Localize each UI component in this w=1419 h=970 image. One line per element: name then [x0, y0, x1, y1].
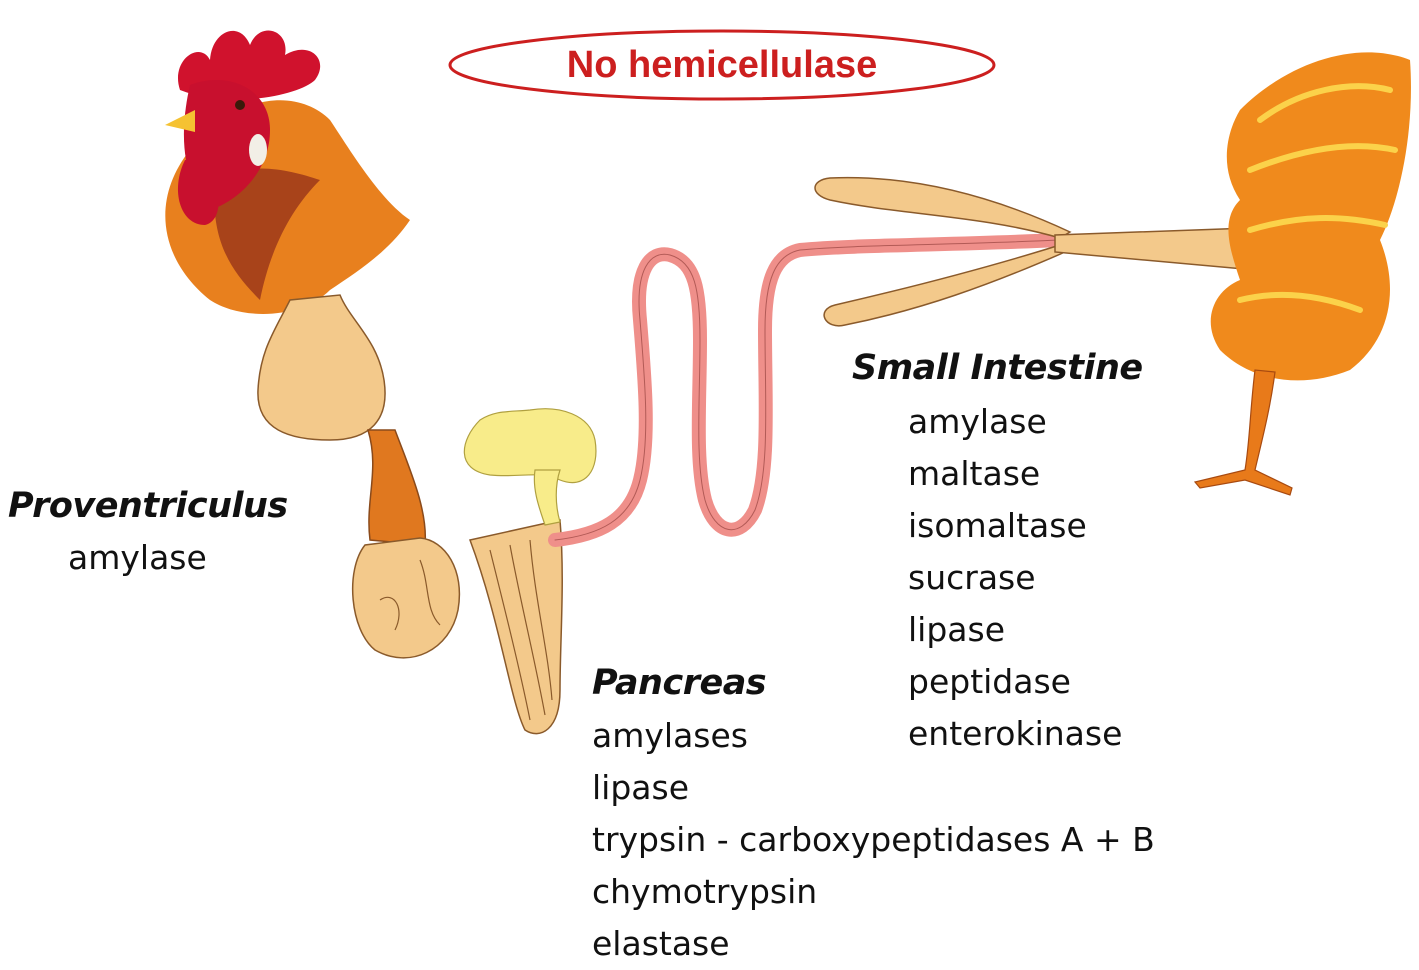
enzyme-item: lipase	[592, 762, 1155, 814]
enzyme-item: trypsin - carboxypeptidases A + B	[592, 814, 1155, 866]
enzyme-item: sucrase	[908, 552, 1122, 604]
pancreas-gland-organ	[464, 409, 596, 483]
enzyme-item: chymotrypsin	[592, 866, 1155, 918]
rooster-ear-lobe	[249, 134, 267, 166]
enzyme-item: maltase	[908, 448, 1122, 500]
enzyme-item: amylase	[68, 532, 207, 584]
enzyme-item: isomaltase	[908, 500, 1122, 552]
rooster-head-illustration	[165, 31, 410, 314]
small-intestine-heading: Small Intestine	[852, 348, 1143, 388]
bile-duct-organ	[534, 470, 560, 525]
gizzard-organ	[353, 538, 460, 658]
proventriculus-enzyme-list: amylase	[68, 532, 207, 584]
rooster-tail-illustration	[1195, 52, 1411, 495]
enzyme-item: amylase	[908, 396, 1122, 448]
enzyme-item: enterokinase	[908, 708, 1122, 760]
enzyme-item: lipase	[908, 604, 1122, 656]
small-intestine-enzyme-list: amylase maltase isomaltase sucrase lipas…	[908, 396, 1122, 760]
rooster-leg	[1195, 370, 1292, 495]
enzyme-item: peptidase	[908, 656, 1122, 708]
callout-text: No hemicellulase	[447, 28, 997, 102]
crop-organ	[258, 295, 385, 440]
proventriculus-heading: Proventriculus	[8, 486, 288, 526]
enzyme-item: elastase	[592, 918, 1155, 970]
rooster-eye	[235, 100, 245, 110]
rooster-beak	[165, 110, 195, 132]
proventriculus-organ	[368, 430, 425, 545]
duodenal-loop-organ	[470, 520, 562, 734]
pancreas-heading: Pancreas	[592, 663, 766, 703]
